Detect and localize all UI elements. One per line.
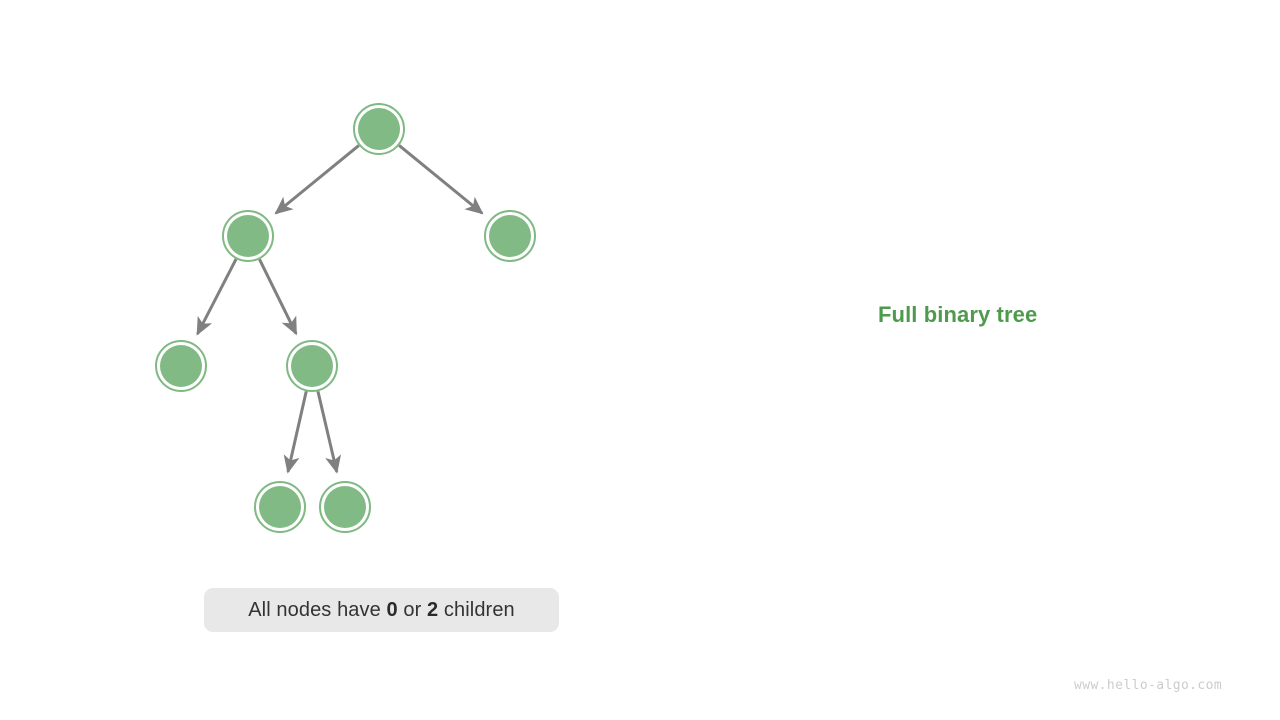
tree-edge <box>316 390 341 474</box>
caption-suffix: children <box>438 598 515 621</box>
caption-prefix: All nodes have <box>248 598 387 621</box>
tree-node[interactable] <box>155 340 207 392</box>
tree-edge <box>274 144 360 215</box>
caption-bold-two: 2 <box>427 598 439 621</box>
tree-node-fill <box>358 108 400 150</box>
caption-middle: or <box>397 598 428 621</box>
tree-node-fill <box>291 345 333 387</box>
tree-edge <box>283 391 308 474</box>
node-layer <box>155 103 536 533</box>
watermark: www.hello-algo.com <box>1074 678 1223 693</box>
caption-box: All nodes have 0 or 2 children <box>204 588 559 632</box>
tree-node[interactable] <box>286 340 338 392</box>
tree-node[interactable] <box>484 210 536 262</box>
tree-node[interactable] <box>222 210 274 262</box>
tree-node[interactable] <box>319 481 371 533</box>
caption-bold-zero: 0 <box>386 598 398 621</box>
tree-edge <box>398 144 484 215</box>
tree-node-fill <box>489 215 531 257</box>
tree-node-fill <box>259 486 301 528</box>
tree-node-fill <box>324 486 366 528</box>
tree-node[interactable] <box>254 481 306 533</box>
tree-node-fill <box>160 345 202 387</box>
tree-node-fill <box>227 215 269 257</box>
edge-layer <box>196 144 484 474</box>
caption-text: All nodes have 0 or 2 children <box>248 599 515 622</box>
page-title: Full binary tree <box>878 302 1038 327</box>
tree-node[interactable] <box>353 103 405 155</box>
tree-edge <box>258 258 298 336</box>
tree-edge <box>196 258 238 336</box>
